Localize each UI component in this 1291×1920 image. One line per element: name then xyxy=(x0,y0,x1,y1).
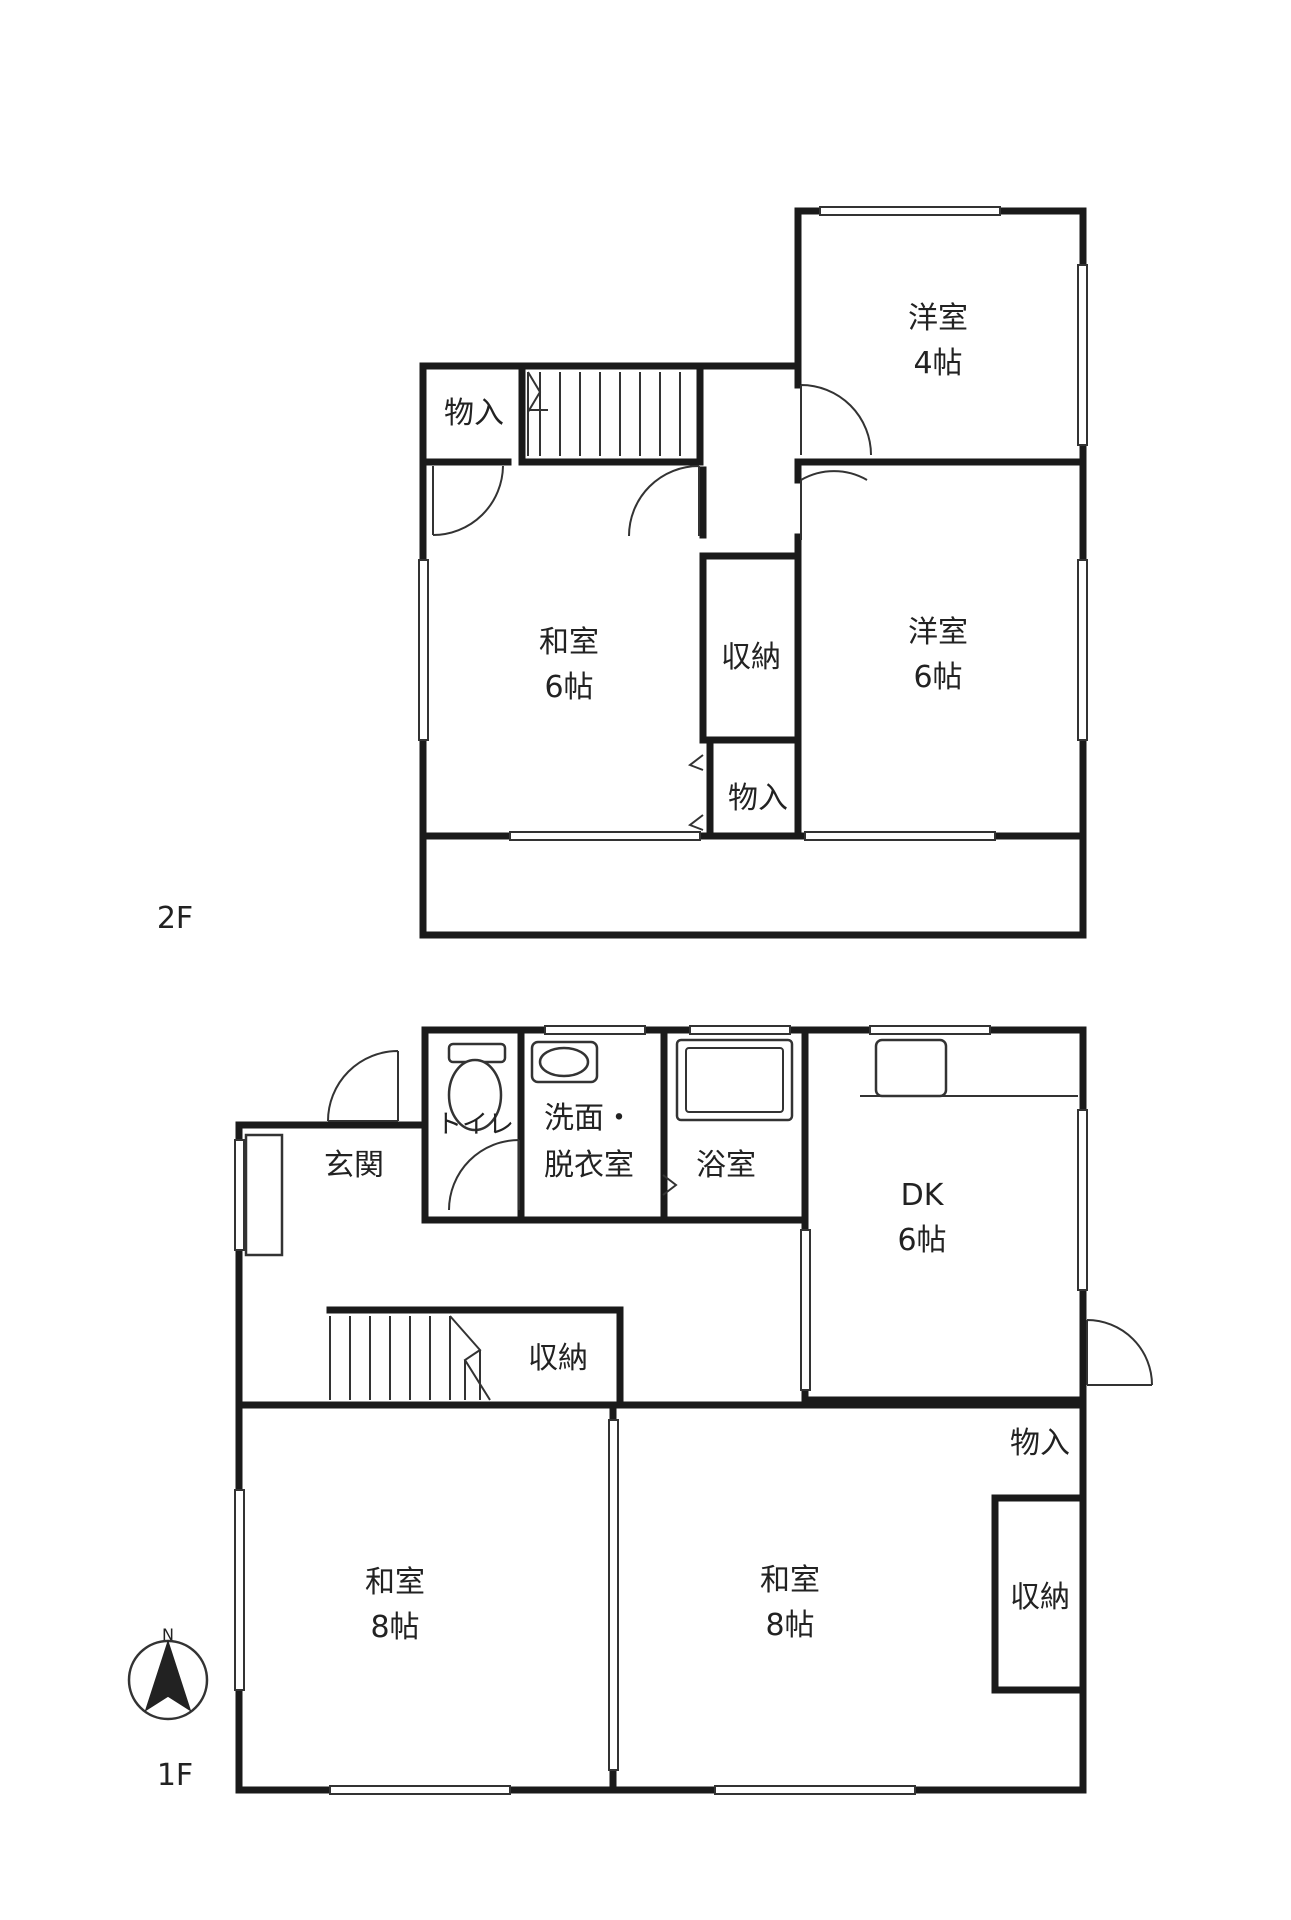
floor-label-2f: 2F xyxy=(157,901,193,936)
window xyxy=(819,206,1001,216)
door xyxy=(448,1139,520,1211)
floor-1f: トイレ 洗面・ 脱衣室 浴室 玄関 DK 6帖 収納 物入 収納 和室 8帖 和… xyxy=(157,1025,1153,1795)
bathtub xyxy=(675,1038,794,1122)
room-label: 和室 xyxy=(365,1565,425,1600)
door xyxy=(432,465,504,536)
1f-stair-wall xyxy=(326,1306,624,1409)
window xyxy=(509,831,701,841)
kitchen-sink xyxy=(874,1038,948,1098)
window xyxy=(1077,264,1088,446)
1f-wall xyxy=(421,1026,809,1224)
door xyxy=(800,470,868,540)
1f-staircase xyxy=(329,1315,491,1401)
door xyxy=(800,384,872,456)
room-size: 8帖 xyxy=(765,1608,814,1643)
window xyxy=(804,831,996,841)
room-label: 収納 xyxy=(721,640,781,675)
window xyxy=(689,1025,791,1035)
door xyxy=(687,754,704,831)
sink-bowl xyxy=(538,1046,590,1078)
room-size: 6帖 xyxy=(913,660,962,695)
window xyxy=(869,1025,991,1035)
room-label: 収納 xyxy=(528,1341,588,1376)
room-label: 脱衣室 xyxy=(544,1148,634,1183)
window xyxy=(418,559,429,741)
window xyxy=(1077,1109,1088,1291)
room-size: 4帖 xyxy=(913,346,962,381)
room-label: 玄関 xyxy=(324,1148,384,1183)
window xyxy=(544,1025,646,1035)
room-label: 収納 xyxy=(1010,1580,1070,1615)
2f-doors xyxy=(432,384,872,831)
window xyxy=(329,1785,511,1795)
1f-dk-wall xyxy=(801,1026,1087,1404)
room-label: 洗面・ xyxy=(544,1101,634,1136)
room-size: 6帖 xyxy=(544,670,593,705)
2f-stair-wall xyxy=(518,362,704,466)
window xyxy=(714,1785,916,1795)
room-label: トイレ xyxy=(436,1110,514,1140)
door xyxy=(1086,1319,1153,1386)
1f-closet-wall xyxy=(991,1494,1087,1694)
north-letter: N xyxy=(162,1625,174,1644)
room-label: 物入 xyxy=(728,781,788,816)
window xyxy=(234,1139,245,1251)
room-size: 8帖 xyxy=(370,1610,419,1645)
north-compass-icon: N xyxy=(127,1625,209,1721)
2f-outer-wall xyxy=(419,207,1087,939)
1f-doors xyxy=(327,1050,1153,1386)
shoe-cabinet xyxy=(244,1133,284,1257)
window xyxy=(234,1489,245,1691)
room-label: 洋室 xyxy=(908,301,968,336)
bathtub-inner xyxy=(685,1047,784,1113)
toilet-bowl xyxy=(447,1058,503,1132)
door xyxy=(628,465,700,537)
room-label: 浴室 xyxy=(696,1148,756,1183)
room-label: 物入 xyxy=(444,396,504,431)
sliding-door xyxy=(608,1419,619,1771)
sliding-door xyxy=(800,1229,811,1391)
2f-staircase xyxy=(527,371,681,456)
room-label: 和室 xyxy=(760,1563,820,1598)
room-label: 和室 xyxy=(539,625,599,660)
room-label: DK xyxy=(901,1178,945,1213)
floor-2f: 物入 洋室 4帖 和室 6帖 収納 洋室 6帖 物入 2F xyxy=(157,206,1088,939)
entrance-door xyxy=(327,1050,399,1122)
room-label: 洋室 xyxy=(908,615,968,650)
floor-label-1f: 1F xyxy=(157,1758,193,1793)
door xyxy=(662,1174,678,1196)
window xyxy=(1077,559,1088,741)
room-size: 6帖 xyxy=(897,1223,946,1258)
room-label: 物入 xyxy=(1010,1426,1070,1461)
2f-wall xyxy=(699,533,802,560)
